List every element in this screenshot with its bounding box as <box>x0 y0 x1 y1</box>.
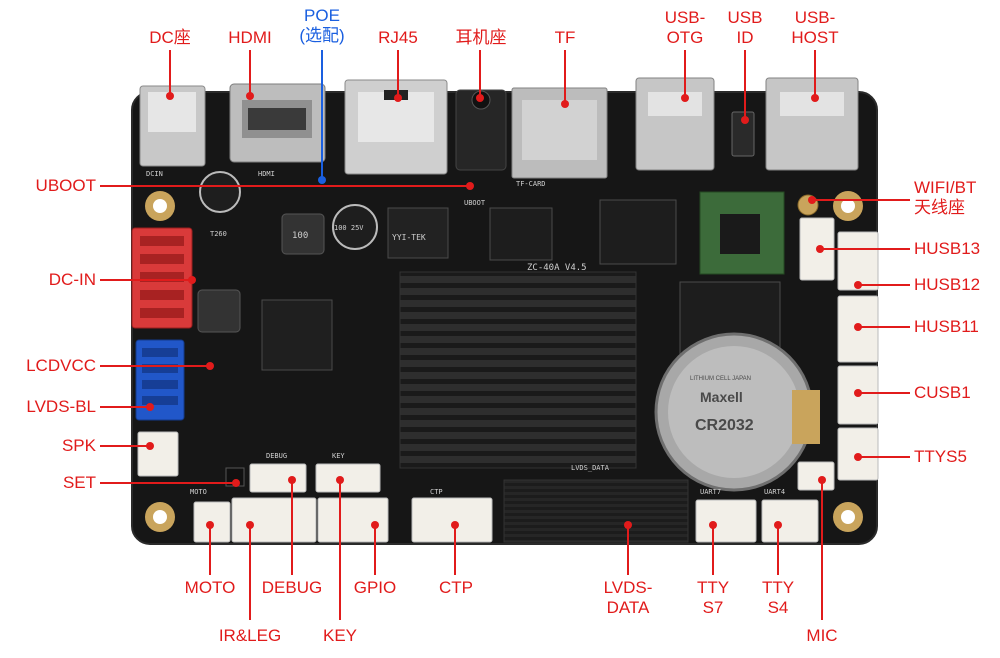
mcu-chip <box>489 207 553 261</box>
usb-otg-port <box>635 77 715 171</box>
battery-clip <box>792 390 820 444</box>
label-ttys5: TTYS5 <box>914 447 967 466</box>
inductor-2 <box>197 289 241 333</box>
battery-brand: Maxell <box>700 389 743 405</box>
label-spk: SPK <box>61 436 96 455</box>
bga-chip <box>261 299 333 371</box>
capacitor-2 <box>199 171 241 213</box>
usb-id-port <box>731 111 755 157</box>
label-husb11: HUSB11 <box>914 317 979 336</box>
label-usb-host: USB-HOST <box>791 8 839 47</box>
bottom-connectors <box>193 461 835 543</box>
silk-chip-marking: YYI-TEK <box>392 233 426 242</box>
lvds-data-header <box>503 479 689 543</box>
spk-connector <box>137 431 179 477</box>
label-lvds-data: LVDS-DATA <box>603 578 653 617</box>
label-poe: POE(选配) <box>299 6 345 45</box>
mounting-holes <box>145 191 863 532</box>
emmc-chip <box>599 199 677 265</box>
label-husb13: HUSB13 <box>914 239 981 258</box>
board-model: ZC-40A V4.5 <box>527 263 587 273</box>
silk-lvds-data: LVDS_DATA <box>571 464 610 472</box>
silk-inductor: 100 <box>292 231 308 241</box>
silk-uart4: UART4 <box>764 488 785 496</box>
callout-lines <box>100 50 910 620</box>
silk-dcin: DCIN <box>146 170 163 178</box>
label-usb-otg: USB-OTG <box>664 8 706 47</box>
silk-uboot: UBOOT <box>464 199 486 207</box>
label-dc-jack: DC座 <box>149 28 191 47</box>
silk-debug: DEBUG <box>266 452 287 460</box>
inductor <box>281 213 325 255</box>
label-uboot: UBOOT <box>35 176 96 195</box>
usb-host-port <box>765 77 859 171</box>
label-key: KEY <box>322 626 358 645</box>
callout-dots <box>146 92 862 529</box>
poe-callout-dot <box>318 176 326 184</box>
battery-text: LITHIUM CELL JAPAN <box>690 376 751 382</box>
silk-uart7: UART7 <box>700 488 721 496</box>
silk-hdmi: HDMI <box>258 170 275 178</box>
label-moto: MOTO <box>184 578 236 597</box>
label-ir-leg: IR&LEG <box>218 626 282 645</box>
label-earphone: 耳机座 <box>455 28 507 47</box>
silk-tf-card: TF-CARD <box>516 180 546 188</box>
silk-fuse: T260 <box>210 230 227 238</box>
capacitor <box>332 204 378 250</box>
silk-moto: MOTO <box>190 488 207 496</box>
silk-ctp: CTP <box>430 488 443 496</box>
label-rj45: RJ45 <box>378 28 418 47</box>
label-cusb1: CUSB1 <box>914 383 971 402</box>
label-lvds-bl: LVDS-BL <box>26 397 96 416</box>
label-tf: TF <box>554 28 576 47</box>
label-mic: MIC <box>806 626 838 645</box>
label-ctp: CTP <box>439 578 473 597</box>
label-lcdvcc: LCDVCC <box>26 356 96 375</box>
heatsink <box>399 271 637 469</box>
silk-capacitor: 100 25V <box>334 224 364 232</box>
label-set: SET <box>62 473 96 492</box>
wifi-module <box>699 191 785 275</box>
battery-model: CR2032 <box>695 417 754 434</box>
label-gpio: GPIO <box>353 578 397 597</box>
eth-chip <box>387 207 449 259</box>
silk-key: KEY <box>332 452 345 460</box>
label-hdmi: HDMI <box>228 28 272 47</box>
label-debug: DEBUG <box>261 578 323 597</box>
label-husb12: HUSB12 <box>914 275 981 294</box>
label-dc-in: DC-IN <box>48 270 96 289</box>
